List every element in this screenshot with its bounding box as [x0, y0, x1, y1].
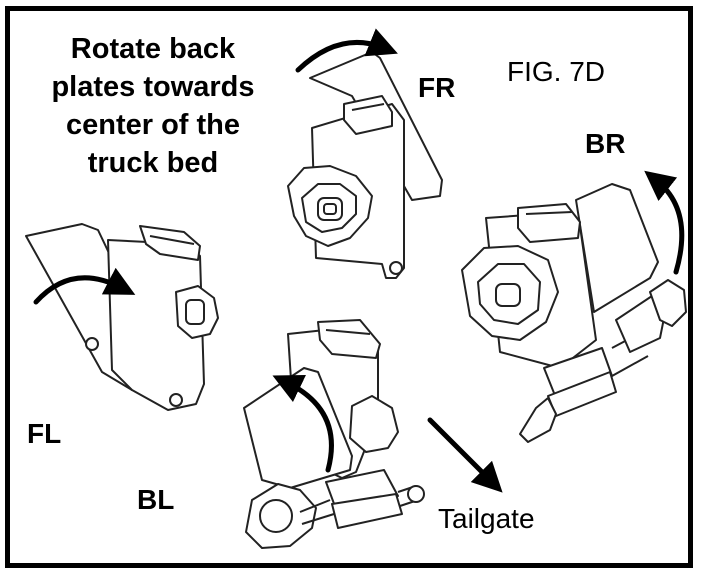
instruction-line: center of the: [65, 109, 241, 141]
instruction-line: truck bed: [87, 147, 219, 179]
instruction-line: plates towards: [51, 71, 255, 103]
rotation-arrows: [33, 28, 685, 493]
rotation-arrow-fr: [295, 28, 398, 73]
figure-label: FIG. 7D: [507, 56, 606, 87]
label-back-right: BR: [585, 128, 626, 159]
bracket-fr: [287, 51, 443, 279]
instruction-text: Rotate back plates towards center of the…: [28, 30, 278, 182]
label-tailgate: Tailgate: [438, 503, 535, 534]
bracket-br: [461, 183, 687, 443]
bracket-fl: [25, 223, 219, 411]
rotation-arrow-bl: [272, 375, 334, 473]
tailgate-direction-arrow: [427, 417, 503, 493]
label-front-right: FR: [418, 72, 456, 103]
rotation-arrow-br: [644, 170, 685, 275]
instruction-line: Rotate back: [70, 33, 236, 65]
rotation-arrow-fl: [33, 267, 136, 305]
bracket-bl: [243, 319, 425, 549]
label-front-left: FL: [27, 418, 62, 449]
label-back-left: BL: [137, 484, 175, 515]
